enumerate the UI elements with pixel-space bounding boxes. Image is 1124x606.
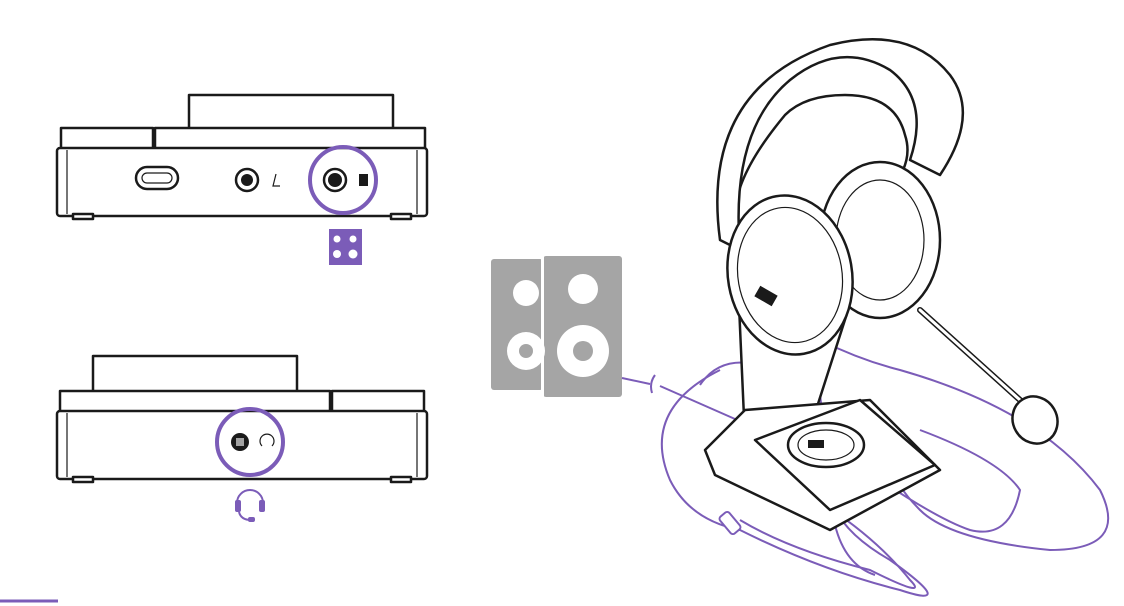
mic-label-icon <box>272 173 280 187</box>
mic-jack <box>234 167 260 193</box>
speaker-icon <box>329 229 362 265</box>
headset-jack <box>231 433 249 451</box>
headset-label-icon <box>259 433 275 447</box>
speakers-icon <box>491 256 622 397</box>
highlight-ring-speaker <box>308 145 378 215</box>
speaker-label-icon <box>359 174 368 186</box>
highlight-ring-headset <box>215 407 285 477</box>
headset-on-stand <box>703 38 1059 532</box>
speaker-jack <box>322 167 348 193</box>
bottom-device-front-view <box>55 354 429 522</box>
headset-icon <box>235 489 265 522</box>
top-device-rear-view <box>55 93 429 265</box>
